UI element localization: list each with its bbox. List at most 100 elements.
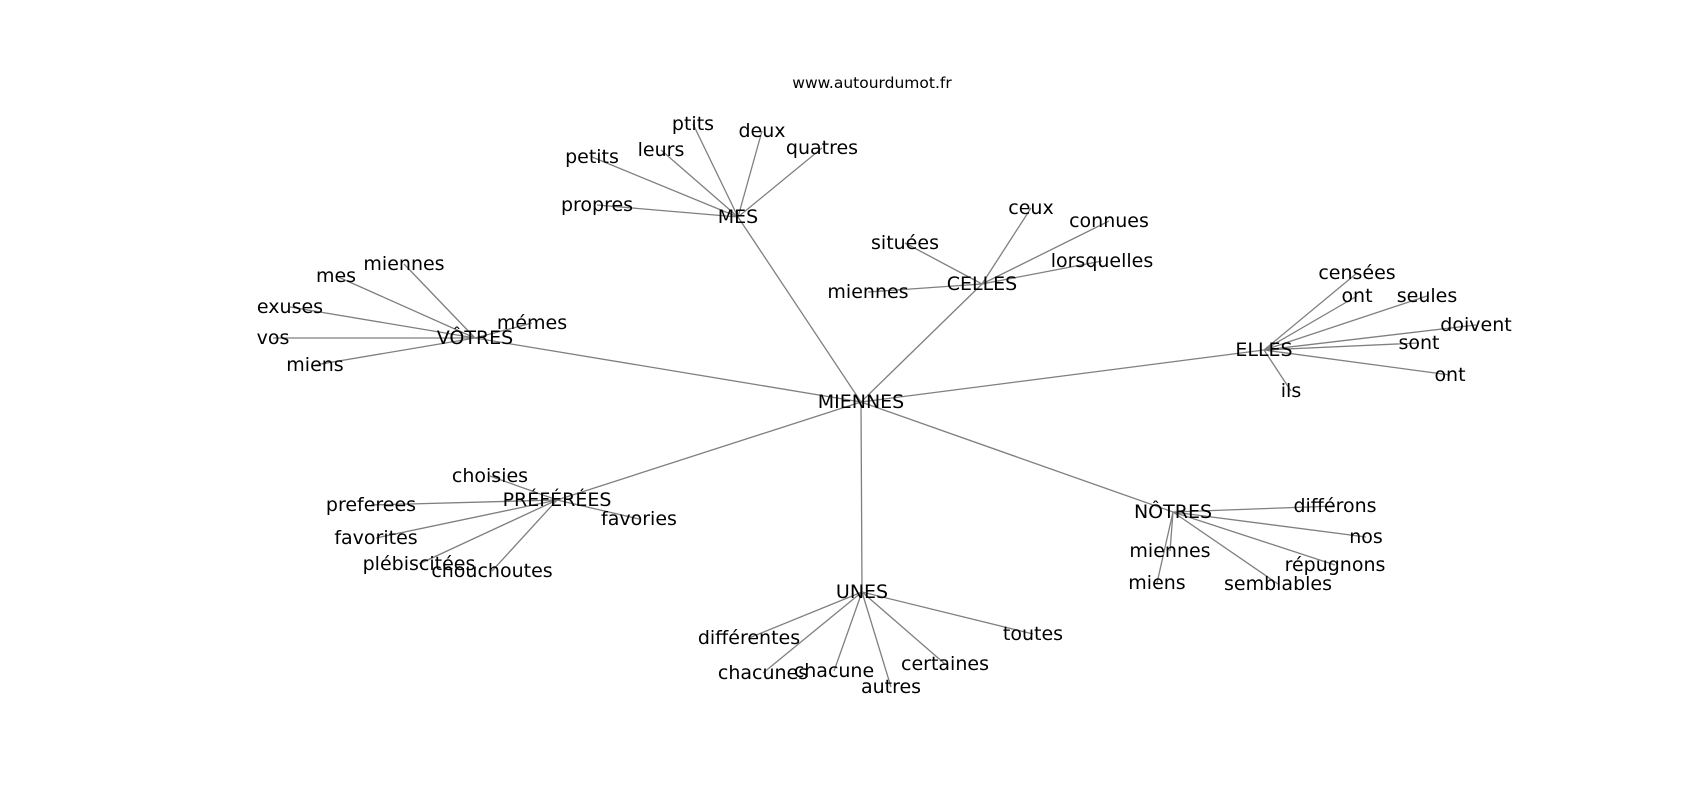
- leaf-node: sont: [1398, 332, 1439, 354]
- site-title: www.autourdumot.fr: [792, 74, 952, 92]
- leaf-node: censées: [1318, 262, 1395, 284]
- leaf-node: preferees: [326, 494, 416, 516]
- edge-unes-leaf: [861, 591, 946, 665]
- edge-elles-leaf: [1263, 295, 1428, 351]
- hub-node-mes: MES: [718, 206, 758, 228]
- edge-unes-leaf: [748, 591, 863, 639]
- leaf-node: miens: [286, 354, 343, 376]
- leaf-node: autres: [861, 676, 921, 698]
- edge-mes-leaf: [591, 156, 739, 218]
- edge-elles-leaf: [1263, 342, 1420, 351]
- edge-center-elles: [860, 349, 1265, 403]
- hub-node-notres: NÔTRES: [1134, 499, 1212, 523]
- edge-unes-leaf: [762, 591, 863, 674]
- leaf-node: mes: [316, 265, 356, 287]
- edge-preferees-leaf: [375, 499, 558, 539]
- leaf-node: toutes: [1003, 623, 1063, 645]
- edge-unes-leaf: [833, 591, 863, 672]
- edge-elles-leaf: [1263, 349, 1292, 392]
- leaf-node: favorites: [334, 527, 417, 549]
- leaf-node: ont: [1341, 285, 1372, 307]
- leaf-node: miennes: [827, 281, 908, 303]
- leaf-node: miennes: [363, 253, 444, 275]
- leaf-node: exuses: [257, 296, 323, 318]
- hub-node-celles: CELLES: [947, 273, 1018, 295]
- edge-celles-leaf: [981, 260, 1103, 285]
- edge-preferees-leaf: [489, 475, 558, 501]
- leaf-node: ptits: [672, 113, 714, 135]
- edges-layer: [273, 123, 1477, 688]
- edge-notres-leaf: [1169, 511, 1174, 552]
- leaf-node: plébiscitées: [363, 553, 476, 575]
- leaf-node: deux: [738, 120, 785, 142]
- edge-votres-leaf: [474, 322, 533, 339]
- hub-node-votres: VÔTRES: [437, 325, 514, 349]
- edge-mes-leaf: [692, 123, 739, 218]
- edge-elles-leaf: [1263, 272, 1358, 351]
- edge-center-mes: [737, 216, 862, 403]
- edge-mes-leaf: [596, 204, 739, 218]
- leaf-node: nos: [1349, 526, 1383, 548]
- edge-center-celles: [860, 283, 983, 403]
- leaf-node: certaines: [901, 653, 989, 675]
- edge-preferees-leaf: [418, 499, 558, 565]
- edge-center-preferees: [556, 401, 862, 501]
- edge-center-votres: [474, 337, 862, 403]
- edge-preferees-leaf: [491, 499, 558, 572]
- leaf-node: différentes: [698, 627, 800, 649]
- edge-mes-leaf: [660, 149, 739, 218]
- edge-notres-leaf: [1156, 511, 1174, 584]
- leaf-node: chouchoutes: [431, 560, 552, 582]
- edge-unes-leaf: [861, 591, 1034, 635]
- edge-votres-leaf: [289, 306, 476, 339]
- leaf-node: miennes: [1129, 540, 1210, 562]
- leaf-node: ceux: [1008, 197, 1053, 219]
- leaf-node: miens: [1128, 572, 1185, 594]
- edge-elles-leaf: [1263, 295, 1358, 351]
- edge-votres-leaf: [314, 337, 476, 366]
- edge-notres-leaf: [1172, 511, 1336, 566]
- leaf-node: seules: [1397, 285, 1458, 307]
- edge-celles-leaf: [981, 220, 1110, 285]
- leaf-node: petits: [565, 146, 619, 168]
- leaf-node: chacune: [794, 660, 874, 682]
- leaf-node: ont: [1434, 364, 1465, 386]
- leaf-node: ils: [1281, 380, 1301, 402]
- leaf-node: différons: [1293, 495, 1376, 517]
- edge-votres-leaf: [335, 275, 476, 339]
- hub-node-elles: ELLES: [1235, 339, 1292, 361]
- center-node: MIENNES: [818, 391, 905, 413]
- edge-mes-leaf: [737, 147, 823, 218]
- leaf-node: choisies: [452, 465, 528, 487]
- edge-celles-leaf: [981, 207, 1032, 285]
- leaf-node: favories: [601, 508, 677, 530]
- edge-preferees-leaf: [370, 499, 558, 506]
- edge-notres-leaf: [1172, 511, 1279, 585]
- edge-preferees-leaf: [556, 499, 640, 520]
- leaf-node: leurs: [638, 139, 685, 161]
- edge-notres-leaf: [1172, 505, 1336, 513]
- leaf-node: situées: [871, 232, 939, 254]
- edge-mes-leaf: [737, 130, 763, 218]
- edge-celles-leaf: [904, 242, 983, 285]
- edge-celles-leaf: [867, 283, 983, 293]
- edge-center-unes: [860, 401, 863, 593]
- edge-elles-leaf: [1263, 324, 1477, 351]
- leaf-node: semblables: [1224, 573, 1332, 595]
- leaf-node: chacunes: [718, 662, 808, 684]
- leaf-node: doivent: [1440, 314, 1511, 336]
- hub-node-preferees: PRÉFÉRÉES: [503, 488, 612, 511]
- edge-votres-leaf: [403, 263, 476, 339]
- leaf-node: quatres: [786, 137, 858, 159]
- edge-elles-leaf: [1263, 349, 1451, 376]
- leaf-node: connues: [1069, 210, 1149, 232]
- leaf-node: propres: [561, 194, 633, 216]
- hub-node-unes: UNES: [836, 581, 888, 603]
- edge-notres-leaf: [1172, 511, 1367, 538]
- leaf-node: lorsquelles: [1051, 250, 1154, 272]
- edge-unes-leaf: [861, 591, 892, 688]
- edge-center-notres: [860, 401, 1174, 513]
- leaf-node: mémes: [497, 312, 567, 334]
